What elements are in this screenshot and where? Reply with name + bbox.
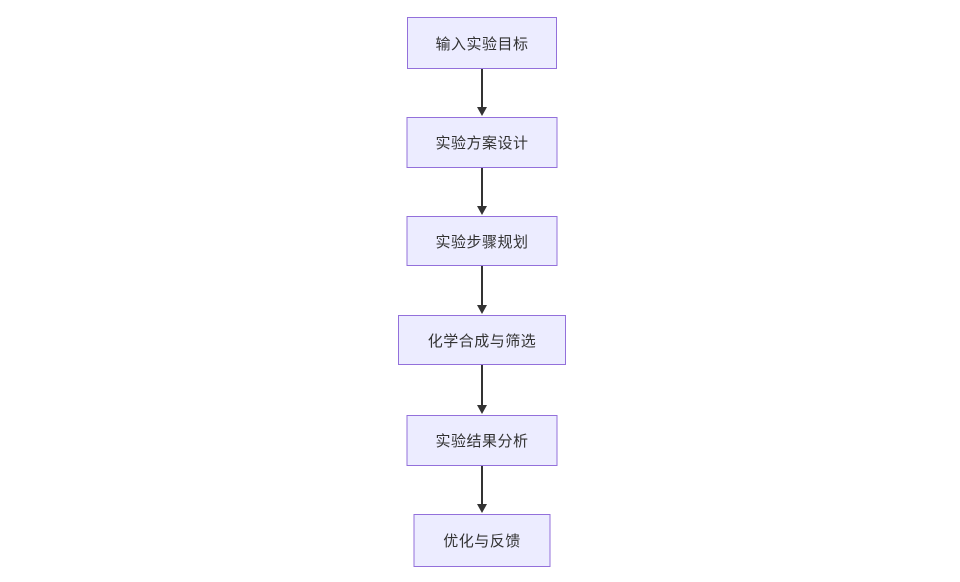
arrow-head-icon: [477, 504, 487, 513]
flow-node-label: 实验结果分析: [435, 433, 529, 450]
arrow-shaft: [481, 266, 483, 306]
flow-arrow-2: [477, 168, 487, 215]
arrow-head-icon: [477, 405, 487, 414]
flow-node-label: 优化与反馈: [443, 533, 521, 550]
arrow-shaft: [481, 69, 483, 108]
flow-node-label: 实验方案设计: [435, 135, 529, 152]
arrow-shaft: [481, 168, 483, 207]
flow-node-label: 化学合成与筛选: [427, 332, 537, 350]
flow-node-input-goal: 输入实验目标: [407, 17, 557, 69]
flow-node-plan-design: 实验方案设计: [406, 117, 558, 168]
flow-arrow-5: [477, 466, 487, 513]
flow-arrow-3: [477, 266, 487, 314]
flow-node-label: 输入实验目标: [435, 35, 529, 53]
arrow-head-icon: [477, 305, 487, 314]
flow-node-step-planning: 实验步骤规划: [406, 216, 558, 266]
flow-node-label: 实验步骤规划: [435, 233, 529, 251]
flow-node-optimize-feedback: 优化与反馈: [413, 514, 551, 567]
arrow-shaft: [481, 466, 483, 505]
flow-node-result-analysis: 实验结果分析: [406, 415, 558, 466]
flow-arrow-4: [477, 365, 487, 414]
arrow-head-icon: [477, 107, 487, 116]
arrow-head-icon: [477, 206, 487, 215]
arrow-shaft: [481, 365, 483, 406]
flow-node-synthesis-screening: 化学合成与筛选: [398, 315, 566, 365]
flow-arrow-1: [477, 69, 487, 116]
